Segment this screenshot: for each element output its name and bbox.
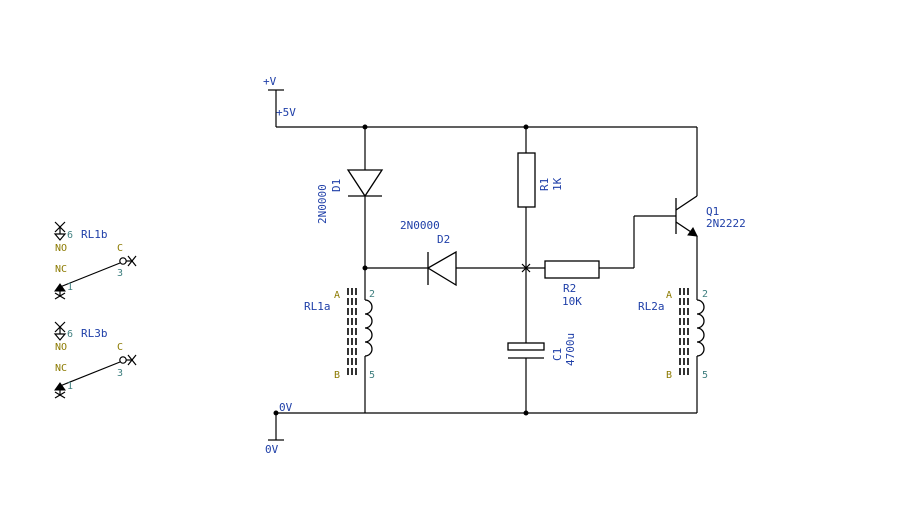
relay-coil-rl2a: A B 2 5 RL2a [638, 288, 708, 413]
label-rl1b-no: NO [55, 243, 67, 254]
label-rl1b-name: RL1b [81, 228, 108, 241]
label-rl1b-nc: NC [55, 264, 67, 275]
power-plus-symbol: +V +5V [263, 75, 296, 127]
label-r2-value: 10K [562, 295, 582, 308]
relay-coil-rl1a: A B 2 5 RL1a [304, 268, 375, 413]
label-d1-part: 2N0000 [316, 184, 329, 224]
label-q1-name: Q1 [706, 205, 719, 218]
label-q1-part: 2N2222 [706, 217, 746, 230]
label-rl1a-name: RL1a [304, 300, 331, 313]
label-rl1a-pin-b: B [334, 370, 340, 381]
label-rl3b-no: NO [55, 342, 67, 353]
label-rl3b-nc: NC [55, 363, 67, 374]
top-rail [276, 124, 697, 130]
label-rl2a-pin-5: 5 [702, 370, 708, 381]
label-r1-name: R1 [538, 178, 551, 191]
resistor-r1: R1 1K [517, 127, 564, 268]
transistor-q1: Q1 2N2222 [675, 127, 746, 300]
relay-contact-rl1b: 6 RL1b NO C NC 3 1 [53, 221, 137, 300]
label-rl1a-pin-5: 5 [369, 370, 375, 381]
label-rl1b-pin-3: 3 [117, 268, 123, 279]
label-d2-part: 2N0000 [400, 219, 440, 232]
label-r1-value: 1K [551, 177, 564, 191]
bottom-rail: 0V 0V [265, 401, 697, 456]
label-r2-name: R2 [563, 282, 576, 295]
label-rl2a-pin-a: A [666, 290, 672, 301]
label-plus-v: +V [263, 75, 277, 88]
label-d2-name: D2 [437, 233, 450, 246]
label-d1-name: D1 [330, 179, 343, 192]
label-rl1b-pin-6: 6 [67, 230, 73, 241]
relay-contact-rl3b: 6 RL3b NO C NC 3 1 [53, 321, 137, 399]
label-rl3b-pin-1: 1 [67, 381, 73, 392]
label-plus-5v: +5V [276, 106, 296, 119]
label-rl3b-name: RL3b [81, 327, 108, 340]
label-zero-v-bottom: 0V [265, 443, 279, 456]
label-rl1a-pin-a: A [334, 290, 340, 301]
label-rl1b-c: C [117, 243, 123, 254]
label-rl1b-pin-1: 1 [67, 282, 73, 293]
label-rl2a-name: RL2a [638, 300, 665, 313]
diode-d1: 2N0000 D1 [316, 127, 384, 268]
label-rl3b-pin-3: 3 [117, 368, 123, 379]
label-rl3b-c: C [117, 342, 123, 353]
resistor-r2: R2 10K [526, 215, 676, 308]
label-c1-name: C1 [551, 348, 564, 361]
label-rl2a-pin-2: 2 [702, 289, 708, 300]
label-rl3b-pin-6: 6 [67, 329, 73, 340]
label-rl1a-pin-2: 2 [369, 289, 375, 300]
label-rl2a-pin-b: B [666, 370, 672, 381]
diode-d2: 2N0000 D2 [362, 219, 526, 287]
capacitor-c1: C1 4700u [507, 268, 577, 413]
label-zero-v-top: 0V [279, 401, 293, 414]
label-c1-value: 4700u [564, 333, 577, 366]
